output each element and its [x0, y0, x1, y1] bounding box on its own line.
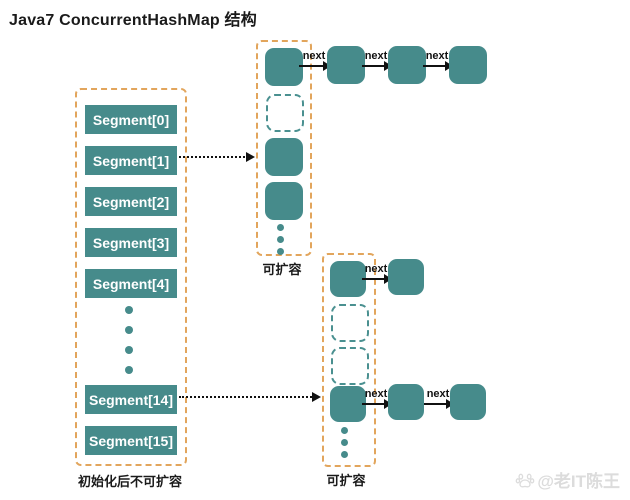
hash-entry-node	[388, 46, 426, 84]
hash-entry-node	[449, 46, 487, 84]
empty-slot	[331, 347, 369, 385]
segment-1: Segment[1]	[85, 146, 177, 175]
segment-table-container: Segment[0] Segment[1] Segment[2] Segment…	[75, 88, 187, 466]
hash-entry-node	[388, 259, 424, 295]
segment-2: Segment[2]	[85, 187, 177, 216]
hash-entry-node	[330, 386, 366, 422]
hash-entry-node	[265, 138, 303, 176]
expandable-caption-top: 可扩容	[262, 262, 302, 277]
segment-0: Segment[0]	[85, 105, 177, 134]
next-arrow-icon	[362, 399, 392, 409]
chain-ellipsis-dots	[341, 427, 348, 458]
watermark: @老IT陈王	[515, 467, 620, 492]
segment-15: Segment[15]	[85, 426, 177, 455]
segment-4: Segment[4]	[85, 269, 177, 298]
expandable-chain-container-top	[256, 40, 312, 256]
next-label: next	[364, 388, 388, 400]
empty-slot	[331, 304, 369, 342]
hash-entry-node	[265, 48, 303, 86]
segment-ellipsis-dots	[125, 306, 133, 374]
expandable-chain-container-bottom	[322, 253, 376, 467]
next-label: next	[364, 50, 388, 62]
hash-entry-node	[450, 384, 486, 420]
next-label: next	[426, 388, 450, 400]
next-link: next	[362, 50, 392, 71]
next-arrow-icon	[362, 274, 392, 284]
paw-icon	[515, 473, 535, 488]
chain-ellipsis-dots	[277, 224, 284, 255]
next-label: next	[302, 50, 326, 62]
next-link: next	[299, 50, 331, 71]
segment14-pointer-arrow	[179, 392, 321, 402]
next-arrow-icon	[299, 61, 331, 71]
next-label: next	[364, 263, 388, 275]
hash-entry-node	[330, 261, 366, 297]
segment-14: Segment[14]	[85, 385, 177, 414]
next-arrow-icon	[423, 61, 453, 71]
hash-entry-node	[388, 384, 424, 420]
expandable-caption-bottom: 可扩容	[326, 473, 366, 488]
next-link: next	[362, 263, 392, 284]
next-arrow-icon	[424, 399, 454, 409]
watermark-text: @老IT陈王	[537, 472, 620, 491]
segment-3: Segment[3]	[85, 228, 177, 257]
next-arrow-icon	[362, 61, 392, 71]
page-title: Java7 ConcurrentHashMap 结构	[9, 12, 257, 29]
hash-entry-node	[327, 46, 365, 84]
next-link: next	[424, 388, 454, 409]
empty-slot	[266, 94, 304, 132]
segment1-pointer-arrow	[179, 152, 255, 162]
next-label: next	[425, 50, 449, 62]
hash-entry-node	[265, 182, 303, 220]
next-link: next	[362, 388, 392, 409]
next-link: next	[423, 50, 453, 71]
segment-table-caption: 初始化后不可扩容	[77, 474, 182, 489]
